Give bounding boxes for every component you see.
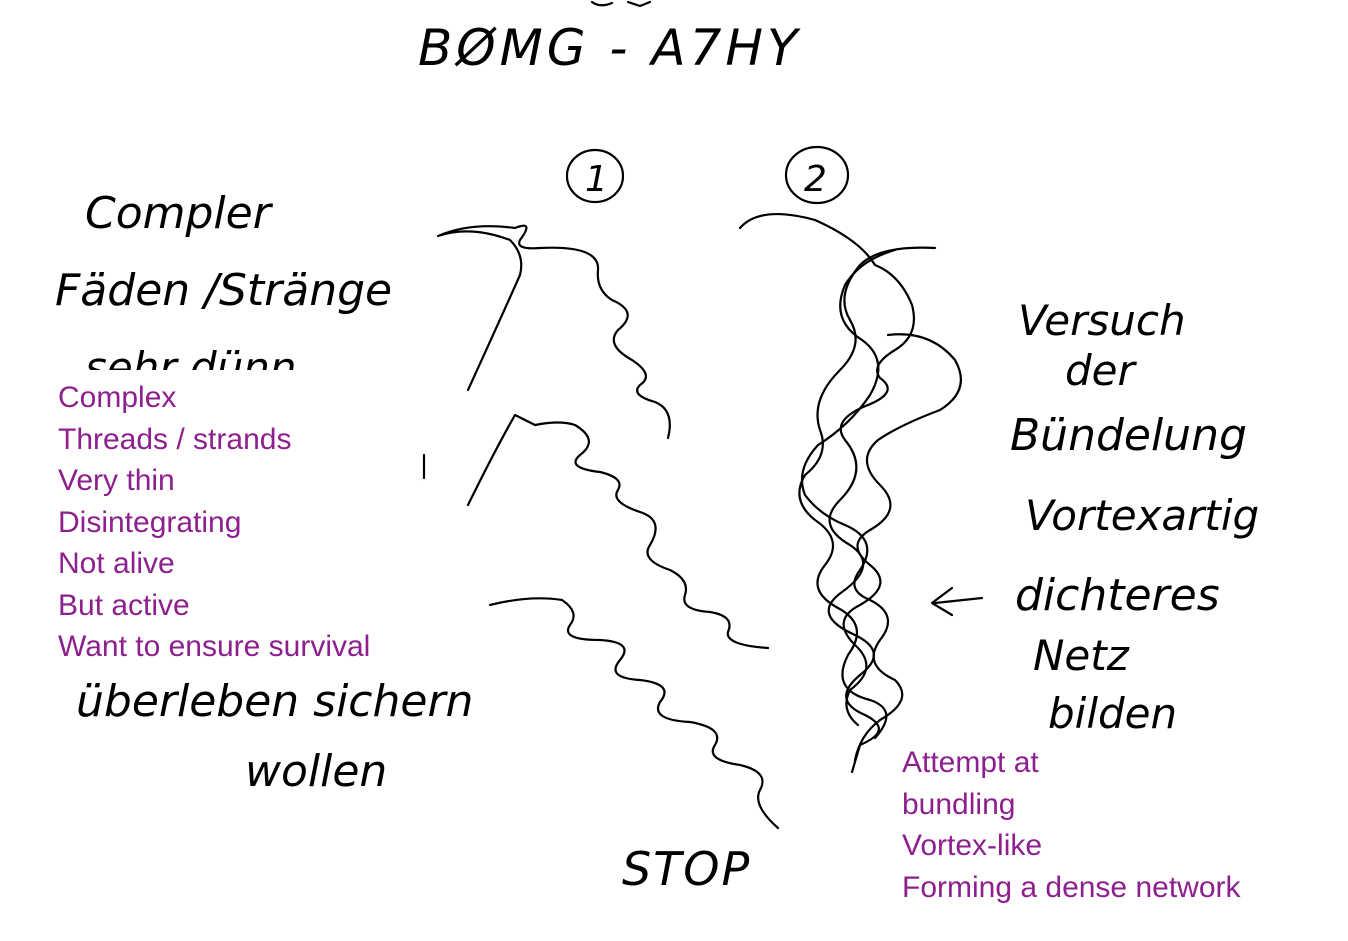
thread-one-a — [438, 226, 670, 438]
translation-item: Attempt at — [902, 742, 1241, 784]
translation-item: Complex — [58, 377, 370, 419]
thread-one-b — [468, 415, 768, 648]
marker-two-label: 2 — [804, 159, 827, 200]
handwritten-threads: Fäden /Stränge — [55, 265, 392, 316]
handwritten-denser: dichteres — [1015, 570, 1220, 621]
handwritten-complex: Compler — [85, 188, 274, 239]
handwritten-vortex: Vortexartig — [1025, 491, 1259, 540]
cut-off-header-fragment — [592, 2, 650, 6]
handwritten-form: bilden — [1048, 689, 1177, 738]
handwritten-network: Netz — [1033, 631, 1130, 680]
stop-label: STOP — [622, 842, 751, 896]
translation-item: Want to ensure survival — [58, 626, 370, 668]
thread-one-c — [490, 598, 778, 828]
translation-item: Threads / strands — [58, 419, 370, 461]
handwritten-attempt: Versuch — [1018, 296, 1186, 345]
translation-item: Disintegrating — [58, 502, 370, 544]
marker-one-label: 1 — [585, 159, 608, 200]
translation-list-left: Complex Threads / strands Very thin Disi… — [58, 377, 370, 668]
handwritten-bundling: Bündelung — [1010, 410, 1247, 461]
translation-list-right: Attempt at bundling Vortex-like Forming … — [902, 742, 1241, 908]
translation-item: Vortex-like — [902, 825, 1241, 867]
handwritten-survival: überleben sichern — [76, 676, 473, 727]
vortex-strand-c — [844, 334, 961, 725]
header-code: BØMG - A7HY — [418, 19, 802, 77]
translation-item: bundling — [902, 784, 1241, 826]
arrow-left-icon — [932, 588, 982, 615]
handwritten-of: der — [1065, 346, 1138, 395]
translation-item: Not alive — [58, 543, 370, 585]
translation-item: But active — [58, 585, 370, 627]
translation-item: Forming a dense network — [902, 867, 1241, 909]
translation-item: Very thin — [58, 460, 370, 502]
handwritten-want: wollen — [245, 746, 387, 797]
